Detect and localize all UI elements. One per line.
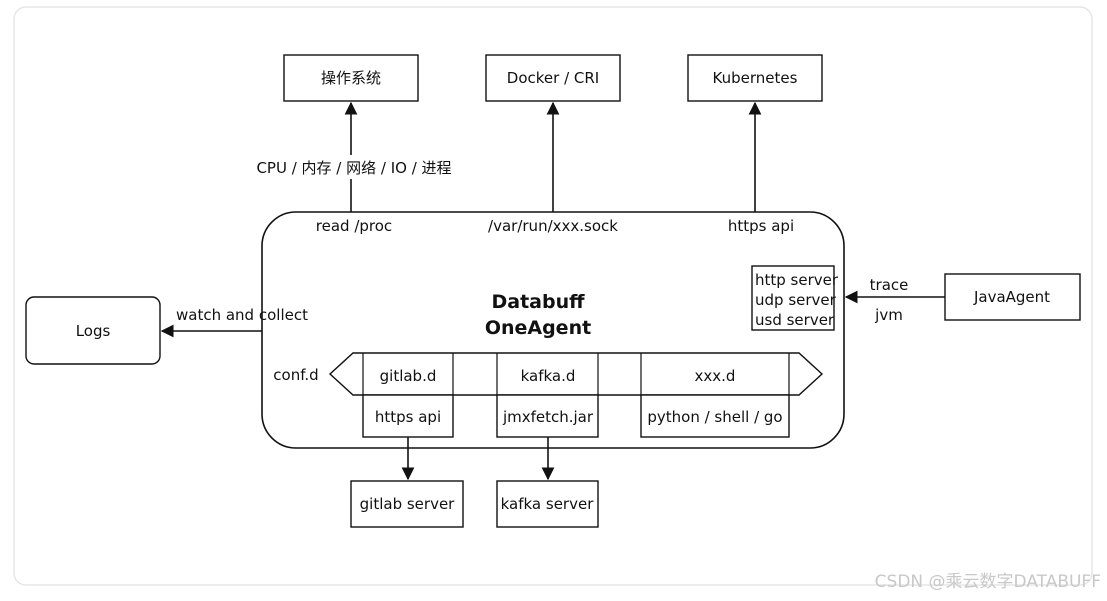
javaagent-node: JavaAgent — [944, 273, 1081, 321]
kafka-server-label: kafka server — [501, 495, 595, 513]
plugin-xxx-d: xxx.d — [695, 367, 736, 385]
jvm-label: jvm — [874, 306, 903, 324]
impl-https-api: https api — [375, 408, 441, 426]
plugin-gitlab-d: gitlab.d — [380, 367, 437, 385]
cpu-memory-label: CPU / 内存 / 网络 / IO / 进程 — [256, 159, 451, 177]
read-proc-label: read /proc — [316, 217, 392, 235]
kubernetes-node-label: Kubernetes — [713, 69, 798, 87]
plugin-kafka-d: kafka.d — [521, 367, 576, 385]
gitlab-server-label: gitlab server — [360, 495, 456, 513]
impl-python-shell-go: python / shell / go — [647, 408, 782, 426]
gitlab-server-node: gitlab server — [350, 480, 464, 528]
watermark: CSDN @乘云数字DATABUFF — [875, 572, 1101, 592]
https-api-top-label: https api — [728, 217, 794, 235]
os-node-label: 操作系统 — [321, 69, 381, 87]
watch-collect-label: watch and collect — [176, 306, 308, 324]
server-item: http server — [755, 271, 839, 289]
impl-jmxfetch: jmxfetch.jar — [502, 408, 594, 426]
kafka-server-node: kafka server — [496, 480, 599, 528]
os-node: 操作系统 — [283, 54, 419, 102]
trace-label: trace — [870, 276, 909, 294]
server-item: usd server — [755, 311, 835, 329]
agent-title-line1: Databuff — [491, 291, 585, 313]
kubernetes-node: Kubernetes — [687, 54, 823, 102]
docker-node: Docker / CRI — [485, 54, 621, 102]
server-item: udp server — [755, 291, 837, 309]
conf-d-label: conf.d — [273, 366, 318, 384]
docker-node-label: Docker / CRI — [507, 69, 599, 87]
servers-box: http server udp server usd server — [751, 265, 839, 331]
sock-label: /var/run/xxx.sock — [488, 217, 618, 235]
logs-node: Logs — [25, 296, 161, 365]
agent-title-line2: OneAgent — [485, 317, 591, 339]
logs-node-label: Logs — [76, 322, 111, 340]
javaagent-node-label: JavaAgent — [973, 288, 1050, 306]
